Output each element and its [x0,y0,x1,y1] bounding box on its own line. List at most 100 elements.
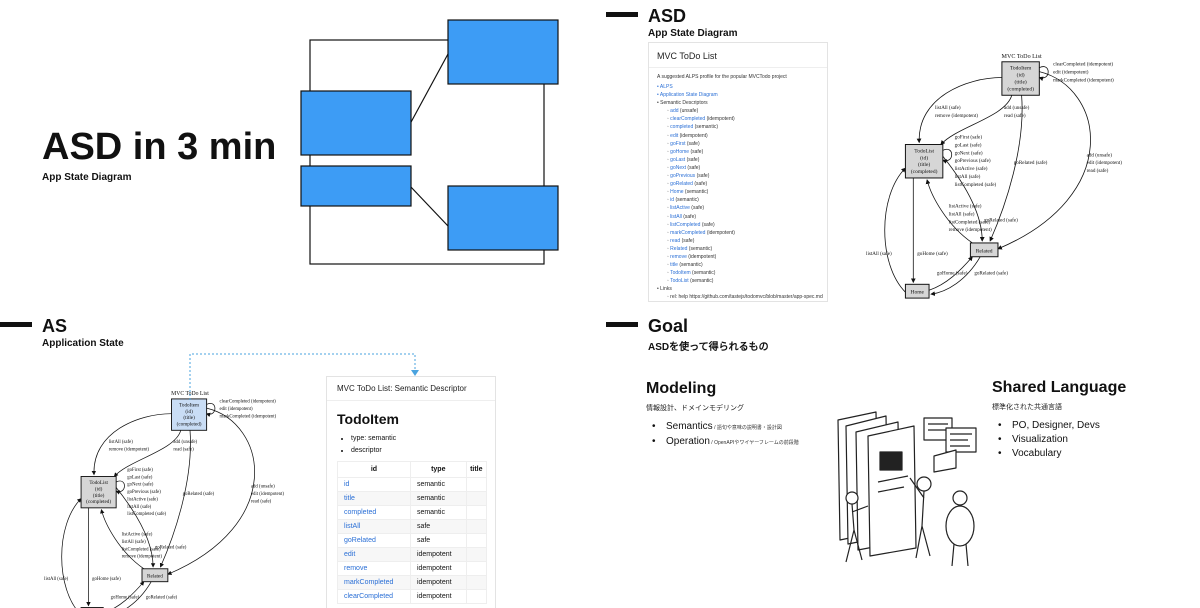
descriptor-item[interactable]: TodoItem (semantic) [657,269,827,277]
cell-id[interactable]: remove [337,561,411,576]
title-bar [606,12,638,17]
col-title: title [465,461,488,478]
edge-label: remove (idempotent) [109,448,150,453]
edge-label: clearCompleted (idempotent) [1053,61,1113,68]
descriptor-item[interactable]: listAll (safe) [657,213,827,221]
cell-id[interactable]: completed [337,505,411,520]
cell-id[interactable]: markCompleted [337,575,411,590]
edge-label: listAll (safe) [866,250,892,257]
cell-id[interactable]: goRelated [337,533,411,548]
edge-label: listAll (safe) [949,210,975,217]
edge [100,508,145,570]
descriptor-item[interactable]: add (unsafe) [657,107,827,115]
node-related[interactable] [969,242,999,258]
descriptor-item[interactable]: Related (semantic) [657,245,827,253]
modeling-item: Operation / OpenAPIやワイヤーフレームの前段階 [652,435,799,450]
cell-type: semantic [409,505,467,520]
slide-subtitle: ASDを使って得られるもの [648,342,769,353]
cell-id[interactable]: edit [337,547,411,562]
edge-label: edit (idempotent) [1087,159,1123,166]
node-todolist[interactable] [80,476,117,509]
descriptor-item[interactable]: clearCompleted (idempotent) [657,115,827,123]
person-2-head [916,476,932,492]
cell-id[interactable]: clearCompleted [337,589,411,604]
edge-label: add (unsafe) [1087,151,1113,158]
person-3-body [945,505,975,547]
descriptor-item[interactable]: goPrevious (safe) [657,172,827,180]
node-todoitem[interactable] [1001,61,1040,96]
panel-header: MVC ToDo List: Semantic Descriptor [327,377,495,401]
edge-label: remove (idempotent) [122,555,163,560]
edge [997,71,1091,250]
doc-link-asd[interactable]: Application State Diagram [657,91,827,99]
diagram-title: MVC ToDo List [171,391,209,397]
node-label: (completed) [86,498,111,505]
doc-semantic-header: Semantic Descriptors [657,99,827,107]
shared-sub: 標準化された共通言語 [992,404,1062,411]
node-label: (id) [1017,72,1025,79]
node-related[interactable] [141,568,169,583]
descriptor-item[interactable]: edit (idempotent) [657,132,827,140]
modeling-heading: Modeling [646,380,717,397]
descriptor-item[interactable]: goFirst (safe) [657,140,827,148]
shared-item: PO, Designer, Devs [998,419,1100,433]
edge [91,413,172,476]
cell-title [465,533,488,548]
descriptor-item[interactable]: completed (semantic) [657,123,827,131]
shared-item: Visualization [998,433,1100,447]
descriptor-item[interactable]: id (semantic) [657,196,827,204]
edge-label: add (unsafe) [173,440,197,445]
descriptor-item[interactable]: goLast (safe) [657,156,827,164]
node-label: (title) [93,492,105,499]
cell-id[interactable]: title [337,491,411,506]
node-todolist[interactable] [904,144,944,179]
edge-label: goPrevious (safe) [955,157,991,164]
edge-label: goHome (safe) [937,269,968,276]
doc-heading: MVC ToDo List [649,43,827,68]
node-label: (title) [183,414,195,421]
cell-id[interactable]: id [337,477,411,492]
person-1-body [845,503,869,563]
team-illustration [837,411,977,567]
node-todoitem[interactable] [171,398,208,431]
descriptor-item[interactable]: markCompleted (idempotent) [657,229,827,237]
modeling-sub: 情報設計、ドメインモデリング [646,405,744,412]
bullet-type: type: semantic [351,433,495,445]
descriptor-item[interactable]: goHome (safe) [657,148,827,156]
block-bottom-right [447,185,559,251]
edge-label: goFirst (safe) [955,134,983,141]
descriptor-item[interactable]: goRelated (safe) [657,180,827,188]
descriptor-item[interactable]: listActive (safe) [657,204,827,212]
descriptor-item[interactable]: read (safe) [657,237,827,245]
edge-label: listAll (safe) [44,577,68,582]
edge-label: goHome (safe) [92,577,121,582]
descriptor-item[interactable]: listCompleted (safe) [657,221,827,229]
descriptor-item[interactable]: remove (idempotent) [657,253,827,261]
edge-label: listCompleted (safe) [127,512,166,517]
edge [167,407,255,575]
descriptor-item[interactable]: goNext (safe) [657,164,827,172]
edge [942,156,985,242]
edge-label: goLast (safe) [955,141,982,148]
edge-label: listActive (safe) [949,203,982,210]
edge-label: read (safe) [173,448,194,453]
cell-id[interactable]: listAll [337,519,411,534]
cell-type: semantic [409,491,467,506]
node-label: Related [147,574,163,580]
doc-link-alps[interactable]: ALPS [657,83,827,91]
connector-line [409,185,449,227]
edge [916,77,1002,144]
node-label: TodoItem [1010,66,1032,72]
cell-type: semantic [409,477,467,492]
node-home[interactable] [904,283,930,299]
edge-label: clearCompleted (idempotent) [220,400,277,405]
descriptor-item[interactable]: Home (semantic) [657,188,827,196]
descriptor-item[interactable]: title (semantic) [657,261,827,269]
descriptor-item[interactable]: TodoList (semantic) [657,277,827,285]
edge-label: goNext (safe) [955,149,983,156]
